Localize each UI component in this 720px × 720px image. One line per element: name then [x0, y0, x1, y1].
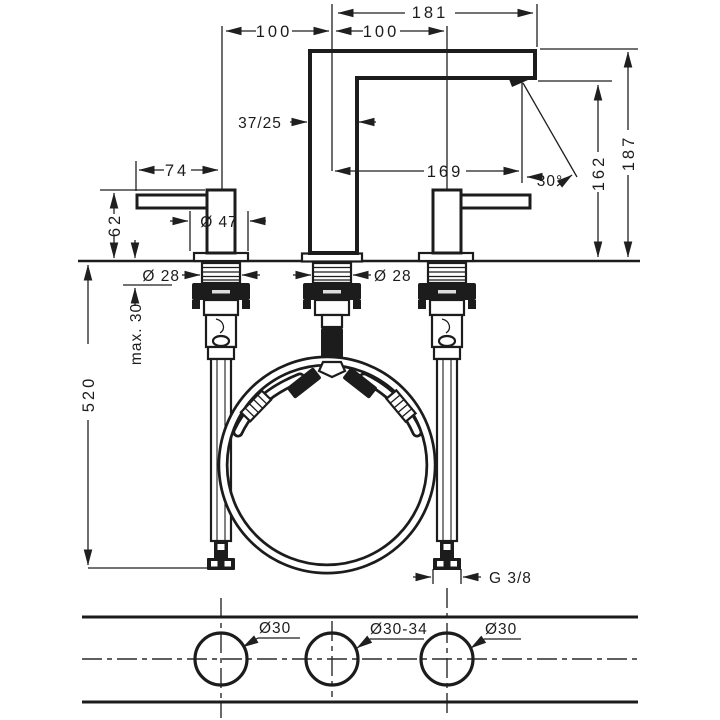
spout-mounting-assembly: [301, 261, 363, 362]
dim-hose-length: 520: [80, 264, 207, 569]
dim-shank-diameter-center: Ø 28: [293, 268, 412, 285]
right-handle-lever: [454, 193, 532, 210]
dim-label-169: 169: [427, 163, 464, 181]
dim-supply-connection: G 3/8: [413, 569, 532, 587]
dim-stream-angle: 30°: [522, 82, 578, 190]
dim-label-100-left: 100: [256, 23, 293, 41]
dim-handle-lever-length: 74: [135, 161, 219, 191]
right-handle: [417, 188, 532, 263]
supply-hose-loop: [217, 355, 437, 575]
hole-circle-left: [193, 631, 249, 687]
dim-label-d28-left: Ø 28: [142, 268, 180, 285]
svg-text:Ø30-34: Ø30-34: [370, 621, 428, 638]
right-handle-column: [431, 188, 463, 255]
hole-circle-right: [419, 631, 475, 687]
hole-label-left: Ø30: [242, 620, 300, 648]
dim-label-30deg: 30°: [537, 173, 563, 190]
left-handle: [135, 188, 250, 263]
faucet-spout-body: [300, 49, 537, 263]
mounting-panel: Ø30 Ø30-34 Ø30: [82, 588, 638, 718]
dim-label-100-right: 100: [363, 23, 400, 41]
left-handle-column: [205, 188, 237, 255]
dim-label-162: 162: [590, 155, 608, 192]
right-handle-mounting-assembly: [416, 261, 478, 572]
dim-spout-outlet-height: 162: [538, 80, 612, 258]
svg-text:Ø30: Ø30: [259, 620, 291, 637]
dim-label-187: 187: [620, 135, 638, 172]
dim-handle-height: 62: [100, 189, 205, 259]
supply-pipe-right: [430, 313, 464, 572]
hole-circle-middle: [304, 631, 360, 687]
dim-spout-reach-total: 181: [331, 4, 538, 171]
dim-aerator-offset: 169: [334, 77, 523, 183]
svg-text:Ø30: Ø30: [485, 621, 517, 638]
dim-overall-height: 187: [540, 48, 638, 258]
water-stream-line: [522, 82, 578, 178]
dim-label-max30: max. 30: [128, 303, 145, 365]
dim-shank-diameter-left: Ø 28: [142, 268, 260, 285]
dim-max-mounting-thickness: max. 30: [123, 240, 172, 365]
hose-fitting-right: [343, 367, 377, 399]
dim-label-d47: Ø 47: [200, 214, 238, 231]
hole-label-right: Ø30: [470, 621, 521, 649]
dim-label-74: 74: [165, 162, 189, 180]
dim-label-g38: G 3/8: [489, 570, 532, 587]
dim-label-d28-center: Ø 28: [374, 268, 412, 285]
dim-spout-profile: 37/25: [238, 115, 376, 132]
dim-label-37-25: 37/25: [238, 115, 282, 132]
dim-label-520: 520: [80, 376, 98, 413]
hose-fitting-left: [287, 367, 321, 399]
dim-hole-spacing: 100 100: [221, 23, 448, 189]
hose-y-splitter: [317, 360, 347, 379]
dim-label-62: 62: [106, 213, 124, 237]
dim-label-181: 181: [412, 4, 449, 22]
left-handle-lever: [135, 193, 213, 210]
hole-label-middle: Ø30-34: [356, 621, 428, 649]
dim-escutcheon-diameter: Ø 47: [170, 211, 266, 251]
